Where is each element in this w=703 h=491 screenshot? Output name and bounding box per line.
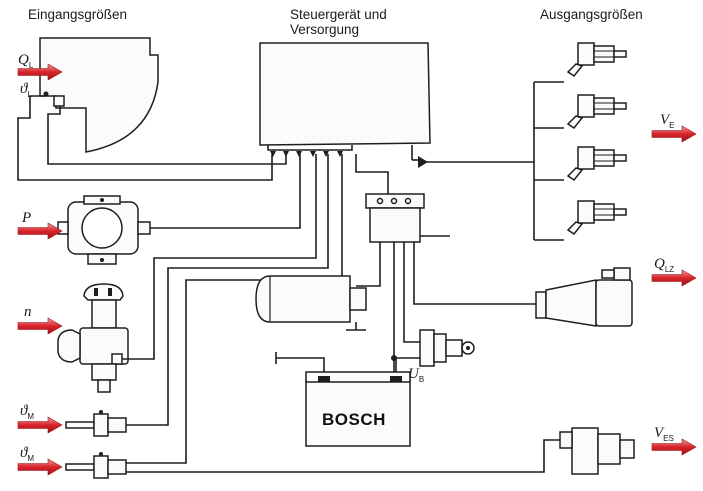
control-unit-pins xyxy=(270,151,343,157)
air-flow-meter xyxy=(39,37,159,153)
cold-start-symbol: VES xyxy=(654,425,674,443)
control-unit-box xyxy=(259,42,431,146)
control-unit-heading-line1: Steuergerät und xyxy=(290,7,387,22)
distributor xyxy=(57,283,129,393)
air-temp-symbol: ϑL xyxy=(20,81,32,99)
cold-start-valve xyxy=(559,427,635,475)
starter-motor xyxy=(255,275,367,331)
engine-temp-2-symbol: ϑM xyxy=(20,445,34,463)
injector-1 xyxy=(567,42,627,77)
injector-2 xyxy=(567,94,627,129)
pressure-symbol: P xyxy=(21,210,31,226)
cold-start-output-arrow xyxy=(651,438,697,456)
idle-air-symbol: QLZ xyxy=(654,256,674,274)
idle-air-actuator xyxy=(535,267,633,327)
control-unit-heading-line2: Versorgung xyxy=(290,22,359,37)
engine-temp-1-symbol: ϑM xyxy=(20,403,34,421)
engine-temp-sensor-1 xyxy=(65,410,127,437)
battery: BOSCH xyxy=(305,371,411,447)
injector-4 xyxy=(567,200,627,235)
injection-symbol: VE xyxy=(660,112,675,130)
engine-temp-2-input-arrow xyxy=(17,458,63,476)
air-flow-symbol: QL xyxy=(18,52,34,70)
engine-temp-1-input-arrow xyxy=(17,416,63,434)
injector-3 xyxy=(567,146,627,181)
battery-brand-logo: BOSCH xyxy=(322,410,386,429)
inputs-heading: Eingangsgrößen xyxy=(28,7,127,22)
pressure-sensor xyxy=(57,195,151,265)
control-unit xyxy=(259,42,431,160)
speed-input-arrow xyxy=(17,317,63,335)
ignition-switch xyxy=(419,329,475,367)
relay xyxy=(365,193,425,243)
speed-symbol: n xyxy=(24,304,32,320)
battery-voltage-symbol: UB xyxy=(408,366,424,384)
outputs-heading: Ausgangsgrößen xyxy=(540,7,643,22)
engine-temp-sensor-2 xyxy=(65,452,127,479)
